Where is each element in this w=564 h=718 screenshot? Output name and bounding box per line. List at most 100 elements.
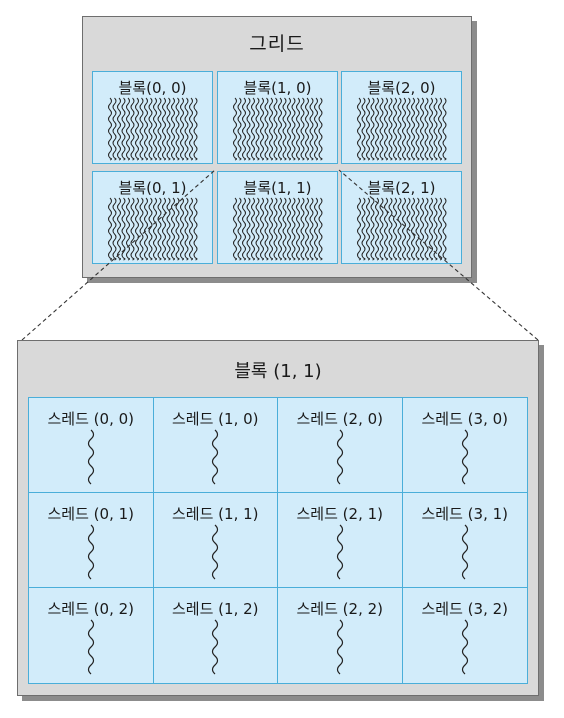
thread-wave-icon	[461, 619, 468, 675]
thread-squiggle	[379, 97, 384, 161]
thread-squiggle	[406, 97, 411, 161]
thread-squiggle	[157, 97, 162, 161]
thread-squiggle	[361, 97, 366, 161]
thread-waves-icon	[357, 197, 447, 261]
thread-squiggle	[87, 429, 94, 485]
thread-cell: 스레드 (1, 0)	[153, 398, 278, 493]
block-detail-title: 블록 (1, 1)	[234, 361, 322, 382]
thread-squiggle	[379, 197, 384, 261]
thread-squiggle	[384, 197, 388, 261]
thread-squiggle	[424, 197, 429, 261]
thread-squiggle	[420, 97, 424, 161]
thread-squiggle	[411, 197, 415, 261]
thread-squiggle	[314, 197, 318, 261]
thread-waves-icon	[108, 197, 198, 261]
block-2-1: 블록(2, 1)	[341, 171, 462, 264]
grid-title: 그리드	[249, 33, 305, 55]
thread-squiggle	[237, 97, 242, 161]
thread-grid: 스레드 (0, 0) 스레드 (1, 0) 스레드 (2, 0) 스레드 (3,…	[28, 397, 528, 684]
thread-cell: 스레드 (1, 2)	[154, 588, 278, 683]
thread-squiggle	[264, 197, 269, 261]
block-label: 블록(2, 1)	[367, 179, 436, 197]
thread-squiggle	[366, 97, 370, 161]
thread-cell: 스레드 (3, 1)	[402, 493, 527, 588]
thread-squiggle	[260, 97, 264, 161]
thread-squiggle	[121, 97, 126, 161]
thread-squiggle	[357, 97, 361, 161]
thread-squiggle	[461, 619, 468, 675]
thread-squiggle	[180, 197, 184, 261]
thread-squiggle	[296, 197, 300, 261]
thread-squiggle	[336, 524, 343, 580]
thread-squiggle	[212, 429, 219, 485]
thread-squiggle	[148, 97, 153, 161]
thread-wave-icon	[212, 524, 219, 580]
thread-label: 스레드 (2, 1)	[296, 505, 384, 523]
thread-squiggle	[130, 97, 135, 161]
thread-squiggle	[318, 197, 323, 261]
block-label: 블록(1, 1)	[243, 179, 312, 197]
thread-squiggle	[112, 97, 117, 161]
thread-squiggle	[87, 619, 94, 675]
thread-cell: 스레드 (0, 1)	[29, 493, 154, 588]
block-2-0: 블록(2, 0)	[341, 71, 462, 164]
thread-squiggle	[461, 524, 468, 580]
thread-squiggle	[157, 197, 162, 261]
thread-squiggle	[251, 97, 255, 161]
thread-cell: 스레드 (1, 1)	[153, 493, 278, 588]
thread-wave-icon	[87, 619, 94, 675]
thread-wave-icon	[87, 524, 94, 580]
thread-squiggle	[318, 97, 323, 161]
thread-squiggle	[166, 97, 171, 161]
thread-squiggle	[175, 197, 180, 261]
thread-squiggle	[370, 197, 375, 261]
thread-squiggle	[171, 197, 175, 261]
thread-label: 스레드 (1, 2)	[172, 600, 259, 618]
thread-squiggle	[402, 97, 406, 161]
thread-squiggle	[126, 97, 130, 161]
block-label: 블록(0, 1)	[118, 179, 187, 197]
thread-squiggle	[357, 197, 361, 261]
thread-squiggle	[429, 97, 433, 161]
thread-squiggle	[246, 197, 251, 261]
thread-squiggle	[130, 197, 135, 261]
thread-squiggle	[278, 197, 282, 261]
block-0-1: 블록(0, 1)	[92, 171, 213, 264]
thread-squiggle	[305, 197, 309, 261]
thread-squiggle	[269, 97, 273, 161]
thread-squiggle	[393, 197, 397, 261]
thread-squiggle	[287, 197, 291, 261]
thread-squiggle	[291, 197, 296, 261]
thread-label: 스레드 (1, 0)	[172, 410, 259, 428]
thread-squiggle	[255, 97, 260, 161]
block-label: 블록(0, 0)	[118, 79, 187, 97]
thread-squiggle	[273, 97, 278, 161]
thread-wave-icon	[336, 619, 343, 675]
thread-cell: 스레드 (0, 0)	[29, 398, 154, 493]
thread-squiggle	[117, 97, 121, 161]
thread-squiggle	[296, 97, 300, 161]
thread-squiggle	[282, 197, 287, 261]
thread-wave-icon	[87, 429, 94, 485]
thread-squiggle	[264, 97, 269, 161]
thread-squiggle	[269, 197, 273, 261]
thread-squiggle	[291, 97, 296, 161]
thread-squiggle	[189, 97, 193, 161]
thread-squiggle	[135, 197, 139, 261]
thread-squiggle	[384, 97, 388, 161]
thread-squiggle	[314, 97, 318, 161]
grid-panel: 그리드 블록(0, 0) 블록(1, 0) 블록(2, 0) 블록(0, 1) …	[82, 16, 472, 278]
thread-squiggle	[144, 97, 148, 161]
thread-squiggle	[282, 97, 287, 161]
thread-label: 스레드 (2, 0)	[296, 410, 384, 428]
thread-squiggle	[273, 197, 278, 261]
thread-squiggle	[461, 429, 468, 485]
thread-squiggle	[336, 619, 343, 675]
thread-waves-icon	[108, 97, 198, 161]
thread-squiggle	[144, 197, 148, 261]
thread-label: 스레드 (0, 1)	[47, 505, 135, 523]
thread-squiggle	[233, 97, 237, 161]
thread-squiggle	[193, 97, 198, 161]
thread-squiggle	[246, 97, 251, 161]
